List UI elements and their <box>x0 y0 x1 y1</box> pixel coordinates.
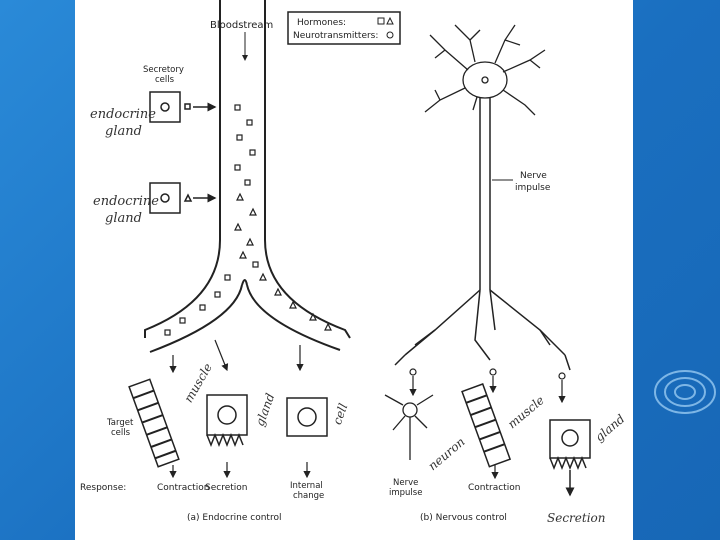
secretion-b-label: Secretion <box>547 511 606 525</box>
muscle-cell-a <box>128 378 180 468</box>
secretory-cells-label-1: Secretory <box>143 65 184 75</box>
internal-change-label-2: change <box>293 491 324 501</box>
nerve-impulse-bottom-label-1: Nerve <box>393 478 418 488</box>
target-cells-label-1: Target <box>106 418 134 428</box>
hormone-particles <box>164 104 332 336</box>
secretion-a-label: Secretion <box>205 483 247 493</box>
contraction-a-label: Contraction <box>157 483 209 493</box>
gland-cell-a <box>206 394 248 448</box>
secretory-cell-1 <box>149 91 217 123</box>
legend-circle-icon <box>386 31 394 39</box>
nerve-impulse-top-label-2: impulse <box>515 183 551 193</box>
legend-neurotransmitters-label: Neurotransmitters: <box>293 31 378 41</box>
gland-cell-b <box>549 419 591 497</box>
bloodstream-label: Bloodstream <box>210 20 273 31</box>
legend-square-icon <box>377 17 385 25</box>
neurotransmitter-release <box>409 368 566 404</box>
muscle-cell-b <box>461 383 512 468</box>
response-label: Response: <box>80 483 126 493</box>
axon <box>394 98 571 371</box>
legend-triangle-icon <box>386 16 394 25</box>
muscle-a-label: muscle <box>181 361 215 405</box>
secretory-cells-label-2: cells <box>155 75 175 85</box>
nerve-impulse-top-label-1: Nerve <box>520 171 547 181</box>
internal-change-label-1: Internal <box>290 481 323 491</box>
gland-a-label: gland <box>253 391 278 428</box>
endocrine-caption: (a) Endocrine control <box>187 513 281 523</box>
neuron-body <box>424 24 546 116</box>
generic-cell <box>286 397 328 437</box>
neuron-label: neuron <box>426 435 468 474</box>
cell-label: cell <box>330 401 351 426</box>
endocrine-gland-1-line-2: gland <box>105 124 142 139</box>
contraction-b-label: Contraction <box>468 483 520 493</box>
endocrine-gland-2-line-1: endocrine <box>93 194 159 209</box>
muscle-b-label: muscle <box>505 393 547 431</box>
gland-b-label: gland <box>592 412 627 445</box>
nerve-impulse-bottom-label-2: impulse <box>389 488 422 498</box>
legend-box: Hormones: Neurotransmitters: <box>287 11 401 45</box>
bloodstream-vessel <box>144 0 351 353</box>
secretory-cell-2 <box>149 182 217 214</box>
diagram-panel: Hormones: Neurotransmitters: Bloodstream… <box>75 0 633 540</box>
nervous-caption: (b) Nervous control <box>420 513 507 523</box>
legend-hormones-label: Hormones: <box>297 18 346 28</box>
swirl-decoration <box>654 370 716 414</box>
endocrine-nervous-diagram: Hormones: Neurotransmitters: Bloodstream… <box>80 0 628 525</box>
endocrine-gland-1-line-1: endocrine <box>90 107 156 122</box>
target-neuron <box>384 394 434 460</box>
target-cells-label-2: cells <box>111 428 131 438</box>
endocrine-gland-2-line-2: gland <box>105 211 142 226</box>
